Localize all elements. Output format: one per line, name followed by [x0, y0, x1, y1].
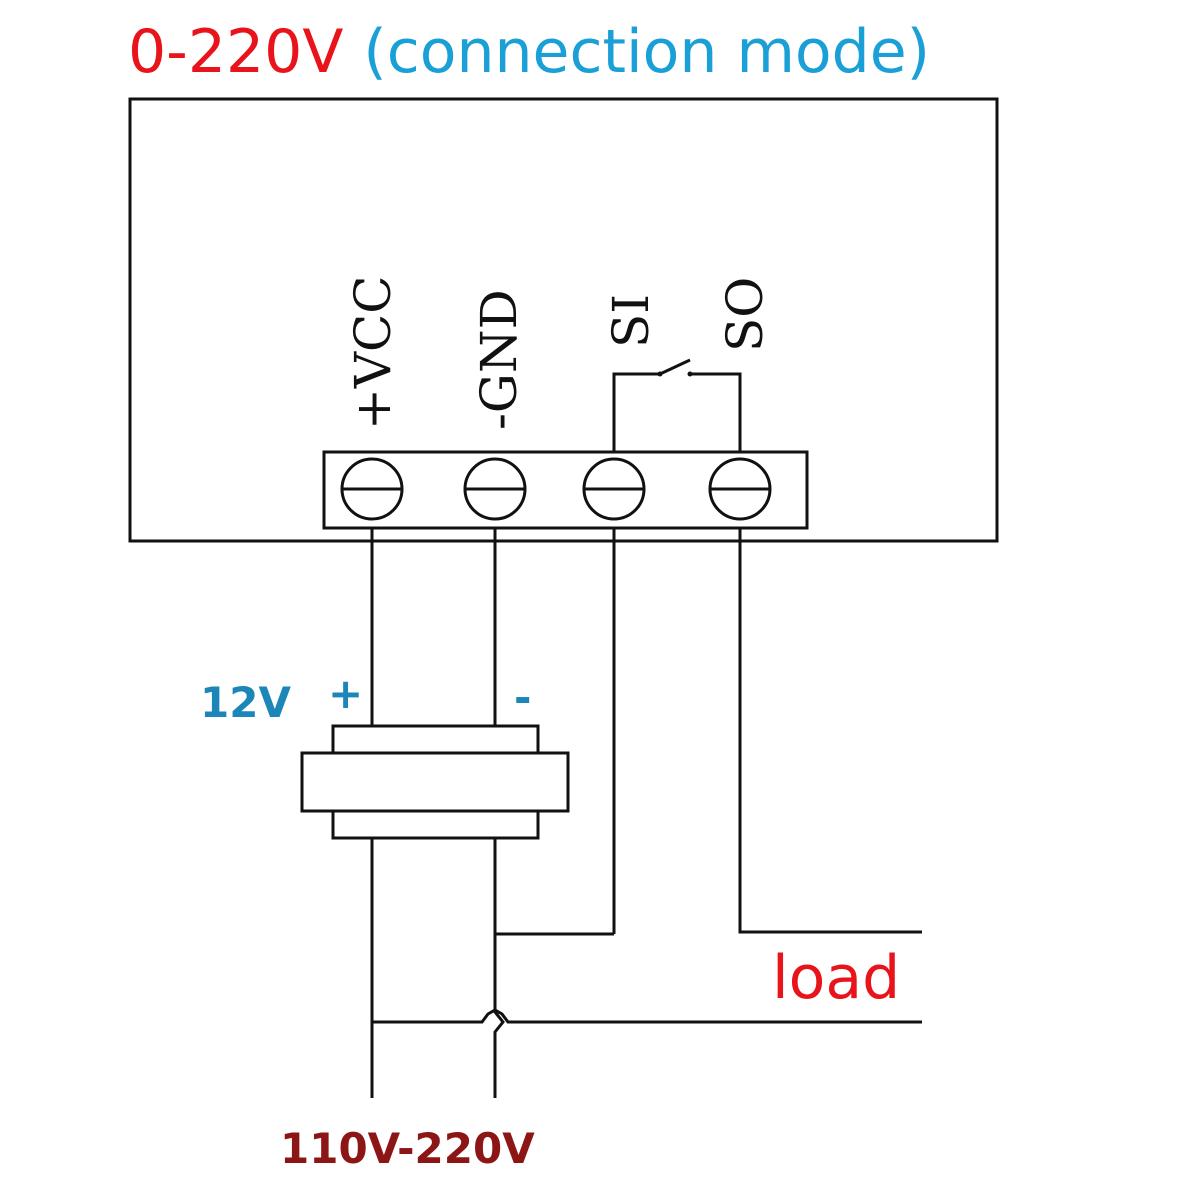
title-mode: (connection mode): [363, 17, 930, 87]
terminal-screw-gnd: [463, 457, 527, 521]
terminal-screw-si: [582, 457, 646, 521]
pin-label-si: SI: [602, 294, 660, 348]
adapter-minus-label: -: [514, 673, 531, 722]
pin-label-vcc: +VCC: [344, 275, 402, 430]
switch-si-so: [612, 358, 742, 452]
pin-label-so: SO: [716, 277, 774, 352]
power-adapter: [300, 724, 570, 840]
wire-live-to-load: [372, 1008, 922, 1024]
title: 0-220V (connection mode): [128, 17, 930, 87]
title-voltage: 0-220V: [128, 17, 343, 87]
wire-mains-right: [493, 838, 505, 1098]
adapter-plus-label: +: [328, 669, 363, 718]
wire-so-to-load: [738, 528, 922, 934]
pin-label-gnd: -GND: [470, 289, 528, 430]
terminal-screw-so: [708, 457, 772, 521]
adapter-voltage-label: 12V: [200, 678, 291, 727]
load-label: load: [772, 943, 900, 1013]
terminal-screw-vcc: [340, 457, 404, 521]
supply-voltage-label: 110V-220V: [280, 1124, 535, 1173]
